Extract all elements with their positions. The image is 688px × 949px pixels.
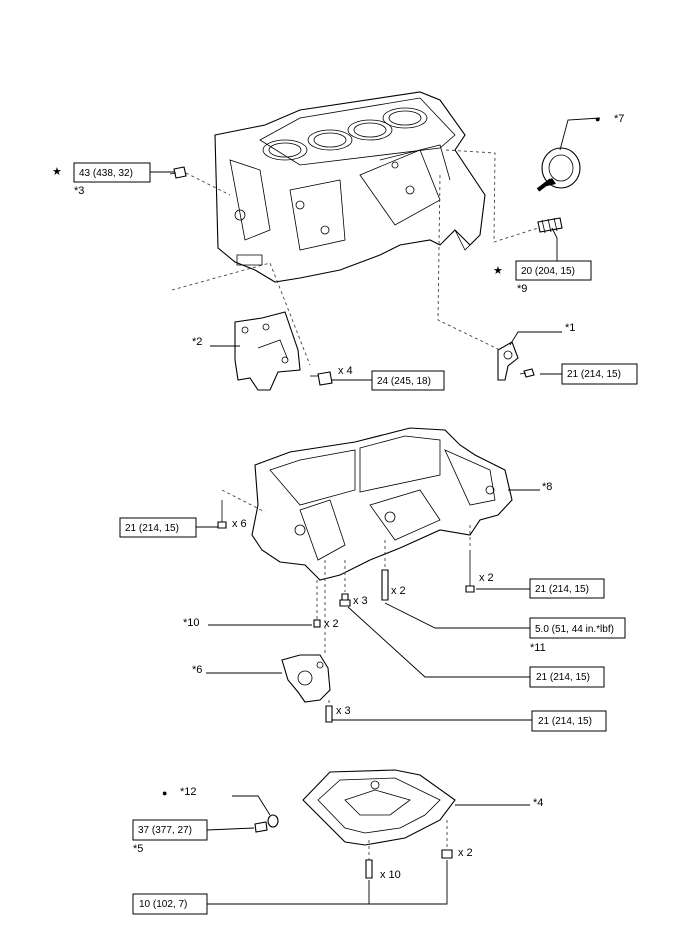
callout-c5: *5 xyxy=(133,843,143,855)
torque-box-right2 xyxy=(529,578,605,599)
torque-value-low3: 21 (214, 15) xyxy=(538,716,592,727)
torque-value-c3: 43 (438, 32) xyxy=(79,168,133,179)
qty-pan10: x 10 xyxy=(380,869,401,881)
bolt-icon xyxy=(169,166,187,179)
torque-box-mid3 xyxy=(529,666,605,688)
torque-value-mid3: 21 (214, 15) xyxy=(536,672,590,683)
callout-c2: *2 xyxy=(192,336,202,348)
quantity-labels: x 4 x 6 x 2 x 2 x 3 x 2 x 3 x 10 x 2 xyxy=(232,365,494,881)
oil-pressure-switch-icon xyxy=(537,217,563,234)
stud-icon xyxy=(381,569,389,601)
callout-c1: *1 xyxy=(565,322,575,334)
dot-icon: ● xyxy=(162,788,167,798)
qty-left6: x 6 xyxy=(232,518,247,530)
torque-value-bottom: 10 (102, 7) xyxy=(139,899,187,910)
callout-c7: *7 xyxy=(614,113,624,125)
bolt-icon xyxy=(519,368,535,378)
torque-box-c1 xyxy=(561,363,638,385)
dot-icon: ● xyxy=(595,114,600,124)
torque-value-c11: 5.0 (51, 44 in.*lbf) xyxy=(535,624,614,635)
qty-low3: x 3 xyxy=(336,705,351,717)
torque-box-c3 xyxy=(73,162,151,183)
qty-mid3: x 3 xyxy=(353,595,368,607)
bolt-icon xyxy=(365,859,373,879)
qty-pan2: x 2 xyxy=(458,847,473,859)
callout-c6: *6 xyxy=(192,664,202,676)
qty-right2: x 2 xyxy=(479,572,494,584)
bolt-icon xyxy=(465,550,475,593)
torque-box-low3 xyxy=(531,710,607,732)
torque-value-c2: 24 (245, 18) xyxy=(377,376,431,387)
callout-c10: *10 xyxy=(183,617,200,629)
callout-c9: *9 xyxy=(517,283,527,295)
torque-value-left6: 21 (214, 15) xyxy=(125,523,179,534)
torque-box-c5 xyxy=(132,819,208,841)
cylinder-block-icon xyxy=(214,91,486,283)
torque-box-c11 xyxy=(529,617,626,639)
oil-pump-icon xyxy=(281,654,331,703)
bolt-icon xyxy=(310,371,333,386)
symbols: ★ ★ ● ● xyxy=(52,114,600,798)
bolt-icon xyxy=(217,500,227,529)
leader-lines xyxy=(150,117,601,905)
torque-value-c1: 21 (214, 15) xyxy=(567,369,621,380)
callout-c3: *3 xyxy=(74,185,84,197)
knock-sensor-icon xyxy=(497,341,519,381)
star-icon: ★ xyxy=(493,265,503,277)
drain-plug-icon xyxy=(254,821,268,833)
assembly-lines xyxy=(171,149,539,860)
callout-c11: *11 xyxy=(530,642,546,654)
torque-spec-boxes: 43 (438, 32) 20 (204, 15) 24 (245, 18) 2… xyxy=(73,162,638,915)
callout-c12: *12 xyxy=(180,786,197,798)
bolt-icon xyxy=(339,593,351,607)
callout-c8: *8 xyxy=(542,481,552,493)
bracket-icon xyxy=(234,311,301,391)
torque-value-c5: 37 (377, 27) xyxy=(138,825,192,836)
nut-icon xyxy=(441,849,453,859)
crankcase-icon xyxy=(251,427,513,581)
qty-stud2: x 2 xyxy=(391,585,406,597)
torque-box-c2 xyxy=(371,370,445,391)
bolt-icon xyxy=(325,705,333,723)
oil-pan-icon xyxy=(302,769,456,846)
pin-icon xyxy=(313,619,321,628)
torque-value-c9: 20 (204, 15) xyxy=(521,266,575,277)
torque-box-c9 xyxy=(515,260,592,281)
oil-seal-icon xyxy=(536,147,581,192)
torque-box-bottom xyxy=(132,893,208,915)
callout-c4: *4 xyxy=(533,797,543,809)
callout-labels: *1 *2 *3 *4 *5 *6 *7 *8 *9 *10 *11 *12 xyxy=(74,113,624,855)
torque-value-right2: 21 (214, 15) xyxy=(535,584,589,595)
torque-box-left6 xyxy=(119,517,197,538)
qty-c2: x 4 xyxy=(338,365,353,377)
star-icon: ★ xyxy=(52,166,62,178)
qty-pin2: x 2 xyxy=(324,618,339,630)
gasket-icon xyxy=(267,814,279,828)
